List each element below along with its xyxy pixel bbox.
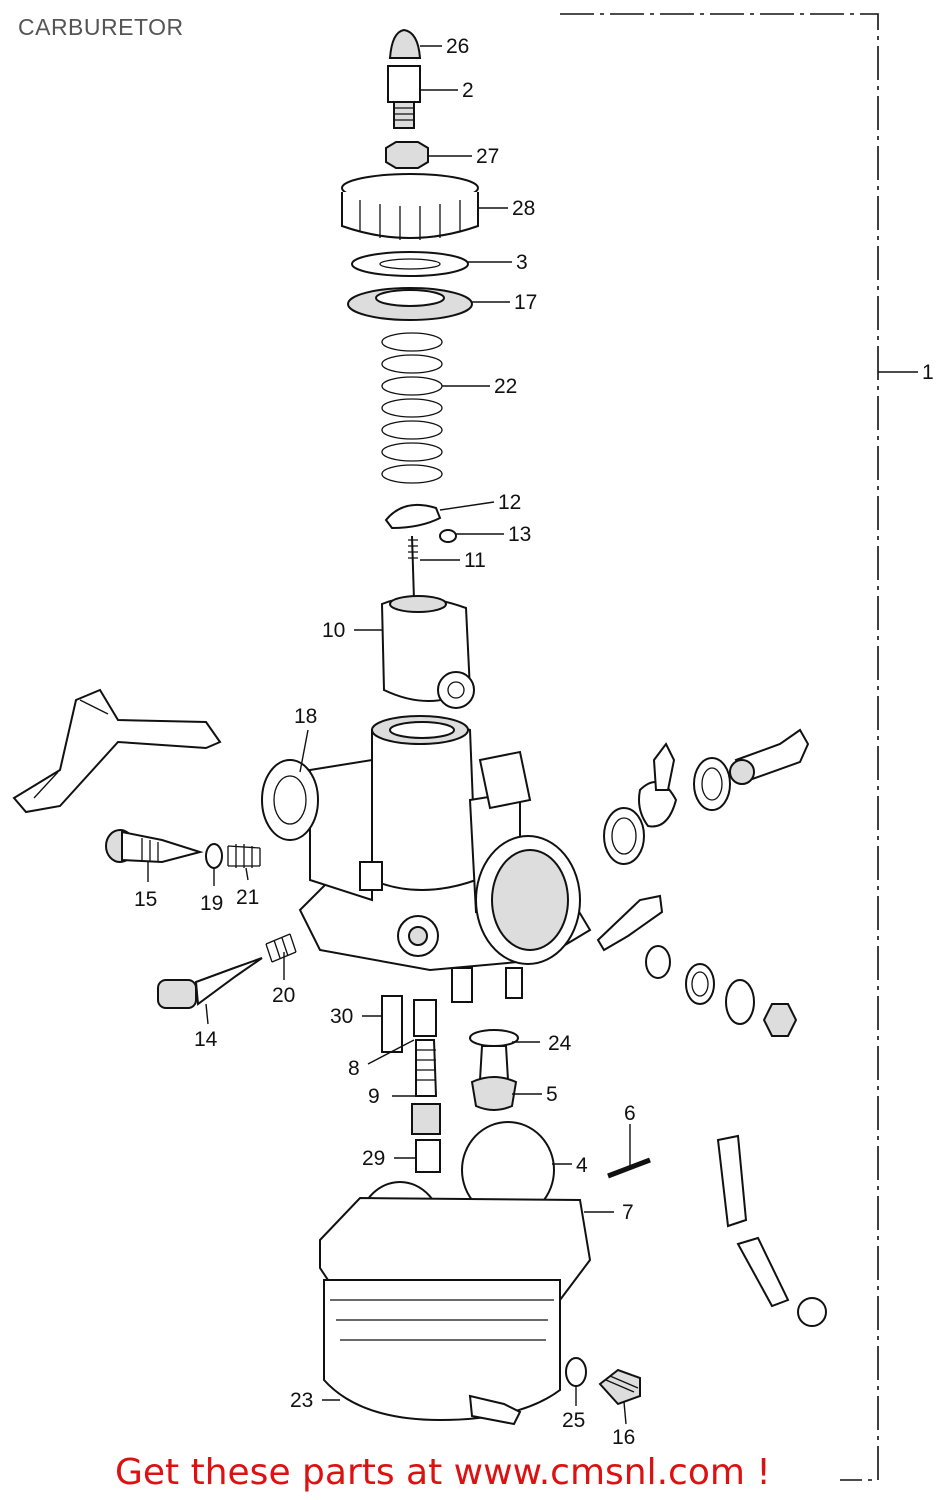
leader-lines: [147, 45, 631, 1425]
callout-13: 13: [508, 523, 531, 546]
callout-labels: 26 2 27 28 3 17 22 1 12 13 11 10 18 15 1…: [134, 35, 934, 1449]
callout-2: 2: [462, 79, 474, 102]
callout-5: 5: [546, 1083, 558, 1106]
part-drain-washer: [565, 1357, 587, 1387]
callout-19: 19: [200, 892, 223, 915]
callout-22: 22: [494, 375, 517, 398]
page-title: CARBURETOR: [18, 14, 184, 40]
callout-27: 27: [476, 145, 499, 168]
callout-28: 28: [512, 197, 535, 220]
part-drain-screw: [598, 1368, 641, 1406]
callout-18: 18: [294, 705, 317, 728]
callout-12: 12: [498, 491, 521, 514]
part-choke-lever: [12, 688, 222, 814]
part-top-ring: [341, 173, 479, 240]
callout-23: 23: [290, 1389, 313, 1412]
callout-11: 11: [464, 549, 486, 572]
part-o-ring: [205, 843, 223, 869]
callout-29: 29: [362, 1147, 385, 1170]
part-idle-screw: [157, 957, 263, 1009]
callout-1: 1: [922, 361, 934, 384]
callout-3: 3: [516, 251, 528, 274]
part-idle-spring: [265, 933, 297, 963]
part-washers-right: [645, 945, 798, 1037]
part-cap: [388, 28, 422, 59]
part-float-chamber-gasket: [319, 1196, 592, 1302]
cta-link[interactable]: Get these parts at www.cmsnl.com !: [115, 1452, 771, 1493]
part-float-chamber: [323, 1279, 561, 1426]
part-fuel-inlet: [603, 728, 810, 865]
callout-25: 25: [562, 1409, 585, 1432]
callout-16: 16: [612, 1426, 635, 1449]
callout-24: 24: [548, 1032, 572, 1055]
callout-15: 15: [134, 888, 157, 911]
callout-26: 26: [446, 35, 469, 58]
part-locknut: [385, 141, 429, 169]
callout-14: 14: [194, 1028, 218, 1051]
part-carburetor-body: [261, 715, 592, 1003]
callout-20: 20: [272, 984, 295, 1007]
callout-10: 10: [322, 619, 345, 642]
callout-4: 4: [576, 1154, 588, 1177]
part-throttle-valve: [380, 595, 475, 709]
callout-9: 9: [368, 1085, 380, 1108]
part-needle-retainer: [384, 504, 442, 530]
part-float-pin: [607, 1157, 651, 1179]
part-drain-tube: [716, 1134, 827, 1327]
callout-6: 6: [624, 1102, 636, 1125]
part-pilot-screw: [105, 829, 204, 864]
callout-30: 30: [330, 1005, 353, 1028]
part-adjuster: [387, 65, 421, 129]
part-float-valve: [469, 1029, 519, 1111]
part-jet-needle: [408, 535, 418, 601]
callout-8: 8: [348, 1057, 360, 1080]
callout-17: 17: [514, 291, 537, 314]
assembly-bracket: [560, 13, 918, 1481]
callout-7: 7: [622, 1201, 634, 1224]
callout-21: 21: [236, 886, 259, 909]
part-jet-stack: [381, 995, 441, 1173]
part-top-plate: [347, 287, 473, 321]
part-throttle-spring: [381, 332, 443, 484]
part-pilot-spring: [227, 844, 261, 868]
part-float-bracket: [596, 894, 664, 952]
part-clip: [439, 529, 457, 543]
part-washer: [351, 251, 469, 277]
